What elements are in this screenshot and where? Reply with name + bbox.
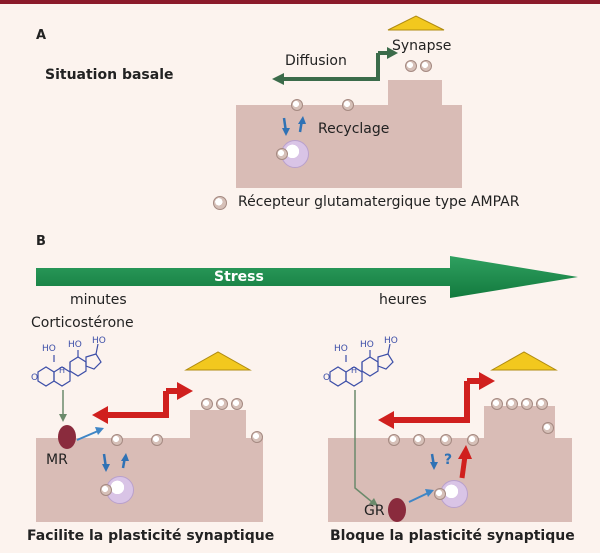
synapse-label-a: Synapse xyxy=(392,38,452,54)
red-arrow-left xyxy=(105,391,169,418)
receptor-right-4 xyxy=(467,434,479,446)
mr-receptor-icon xyxy=(58,425,76,449)
corticosterone-molecule-right xyxy=(329,343,394,387)
receptor-left-3 xyxy=(201,398,213,410)
receptor-right-3 xyxy=(440,434,452,446)
receptor-left-2 xyxy=(151,434,163,446)
mol-left-ho-2: HO xyxy=(68,340,82,350)
receptor-right-5 xyxy=(491,398,503,410)
mol-left-o: O xyxy=(31,373,39,383)
mol-left-ho-1: HO xyxy=(42,344,56,354)
receptor-a-1 xyxy=(291,99,303,111)
corticosterone-label: Corticostérone xyxy=(31,315,134,331)
gr-receptor-icon xyxy=(388,498,406,522)
synapse-triangle-left xyxy=(184,351,252,371)
cell-body-left xyxy=(36,410,263,522)
receptor-left-4 xyxy=(216,398,228,410)
panel-b-letter: B xyxy=(36,234,46,249)
cort-to-gr-arrow xyxy=(354,390,373,503)
receptor-left-1 xyxy=(111,434,123,446)
recycling-label: Recyclage xyxy=(318,121,390,137)
mr-label: MR xyxy=(46,452,68,468)
legend-receptor-icon xyxy=(213,196,227,210)
legend-label: Récepteur glutamatergique type AMPAR xyxy=(238,194,520,210)
receptor-right-6 xyxy=(506,398,518,410)
red-arrow-right xyxy=(392,381,470,423)
diffusion-arrow xyxy=(281,53,380,81)
left-caption: Facilite la plasticité synaptique xyxy=(27,528,275,544)
mol-right-ho-3: HO xyxy=(384,336,398,346)
mol-right-ho-1: HO xyxy=(334,344,348,354)
mol-right-h: H xyxy=(351,366,358,375)
stress-arrow xyxy=(36,256,578,298)
diffusion-label: Diffusion xyxy=(285,53,347,69)
panel-a-title: Situation basale xyxy=(45,67,174,83)
receptor-a-2 xyxy=(342,99,354,111)
gr-to-vesicle-arrow xyxy=(408,492,429,503)
question-mark: ? xyxy=(444,452,453,468)
receptor-right-9 xyxy=(542,422,554,434)
receptor-right-2 xyxy=(413,434,425,446)
mr-to-membrane-arrow xyxy=(76,430,99,441)
receptor-right-1 xyxy=(388,434,400,446)
receptor-right-vesicle xyxy=(434,488,446,500)
mol-left-ho-3: HO xyxy=(92,336,106,346)
receptor-right-8 xyxy=(536,398,548,410)
corticosterone-molecule-left xyxy=(37,343,102,387)
receptor-right-7 xyxy=(521,398,533,410)
mol-left-h: H xyxy=(59,366,66,375)
right-caption: Bloque la plasticité synaptique xyxy=(330,528,575,544)
gr-label: GR xyxy=(364,503,385,519)
receptor-left-6 xyxy=(251,431,263,443)
receptor-left-vesicle xyxy=(100,484,112,496)
receptor-a-4 xyxy=(420,60,432,72)
mol-right-ho-2: HO xyxy=(360,340,374,350)
mol-right-o: O xyxy=(323,373,331,383)
receptor-a-vesicle xyxy=(276,148,288,160)
receptor-left-5 xyxy=(231,398,243,410)
minutes-label: minutes xyxy=(70,292,127,308)
synapse-triangle-right xyxy=(490,351,558,371)
synapse-triangle-a xyxy=(387,15,445,31)
hours-label: heures xyxy=(379,292,427,308)
panel-a-letter: A xyxy=(36,28,47,43)
stress-label: Stress xyxy=(214,269,264,285)
red-up-arrow xyxy=(459,455,468,479)
cell-body-right xyxy=(328,406,572,522)
receptor-a-3 xyxy=(405,60,417,72)
top-bar xyxy=(0,0,600,4)
